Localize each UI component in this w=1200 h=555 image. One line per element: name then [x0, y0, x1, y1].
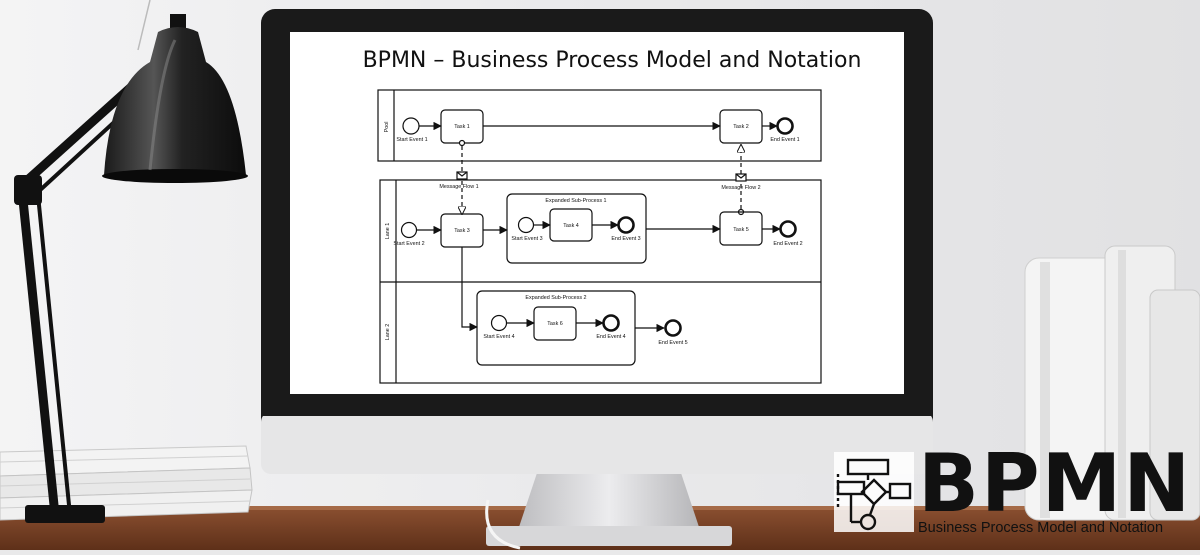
lane1-label: Lane 1 — [385, 223, 391, 240]
desk-lamp — [14, 0, 248, 523]
pool-label: Pool — [384, 122, 390, 133]
task-2-label: Task 2 — [733, 124, 749, 130]
end-event-5-label: End Event 5 — [658, 340, 687, 346]
pool — [377, 89, 822, 162]
task-6-label: Task 6 — [547, 321, 563, 327]
end-event-2-label: End Event 2 — [773, 241, 802, 247]
end-event-3-label: End Event 3 — [611, 236, 640, 242]
start-event-1-label: Start Event 1 — [396, 137, 427, 143]
subprocess-2-title: Expanded Sub-Process 2 — [525, 295, 586, 301]
lane2-label: Lane 2 — [385, 324, 391, 341]
task-4-label: Task 4 — [563, 223, 579, 229]
flowchart-icon — [834, 452, 914, 532]
end-event-1-circle — [776, 117, 794, 135]
start-event-3-label: Start Event 3 — [511, 236, 542, 242]
binders-right — [1024, 245, 1200, 521]
task-1-label: Task 1 — [454, 124, 470, 130]
task-3-label: Task 3 — [454, 228, 470, 234]
monitor — [261, 9, 933, 550]
end-event-2-circle — [779, 220, 797, 238]
subprocess-1-title: Expanded Sub-Process 1 — [545, 198, 606, 204]
end-event-4-label: End Event 4 — [596, 334, 625, 340]
brand-logo-text: BPMN — [918, 437, 1193, 530]
start-event-2-circle — [400, 221, 418, 239]
message-flow-1-label: Message Flow 1 — [439, 184, 478, 190]
start-event-3-circle — [517, 216, 535, 234]
end-event-3-circle — [617, 216, 635, 234]
start-event-2-label: Start Event 2 — [393, 241, 424, 247]
end-event-5-circle — [664, 319, 682, 337]
brand-subtitle: Business Process Model and Notation — [918, 520, 1164, 536]
end-event-4-circle — [602, 314, 620, 332]
bpmn-diagram — [377, 89, 822, 384]
start-event-4-label: Start Event 4 — [483, 334, 514, 340]
message-flow-2-label: Message Flow 2 — [721, 185, 760, 191]
screen-title: BPMN – Business Process Model and Notati… — [362, 48, 862, 73]
task-5-label: Task 5 — [733, 227, 749, 233]
start-event-4-circle — [490, 314, 508, 332]
end-event-1-label: End Event 1 — [770, 137, 799, 143]
